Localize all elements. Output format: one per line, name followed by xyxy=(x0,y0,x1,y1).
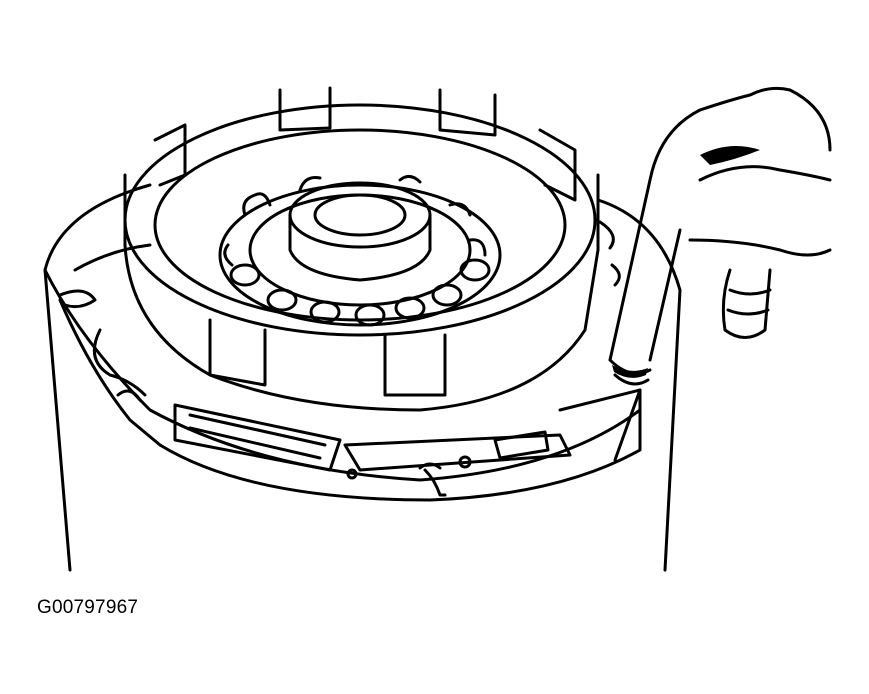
hand-with-tool xyxy=(608,86,832,386)
sun-gear-hub xyxy=(218,175,502,327)
case-flange-details xyxy=(58,220,642,502)
figure-id-label: G00797967 xyxy=(37,597,139,618)
clutch-drum xyxy=(123,86,600,412)
shaded-details xyxy=(612,146,760,378)
transmission-case-housing xyxy=(43,183,682,572)
